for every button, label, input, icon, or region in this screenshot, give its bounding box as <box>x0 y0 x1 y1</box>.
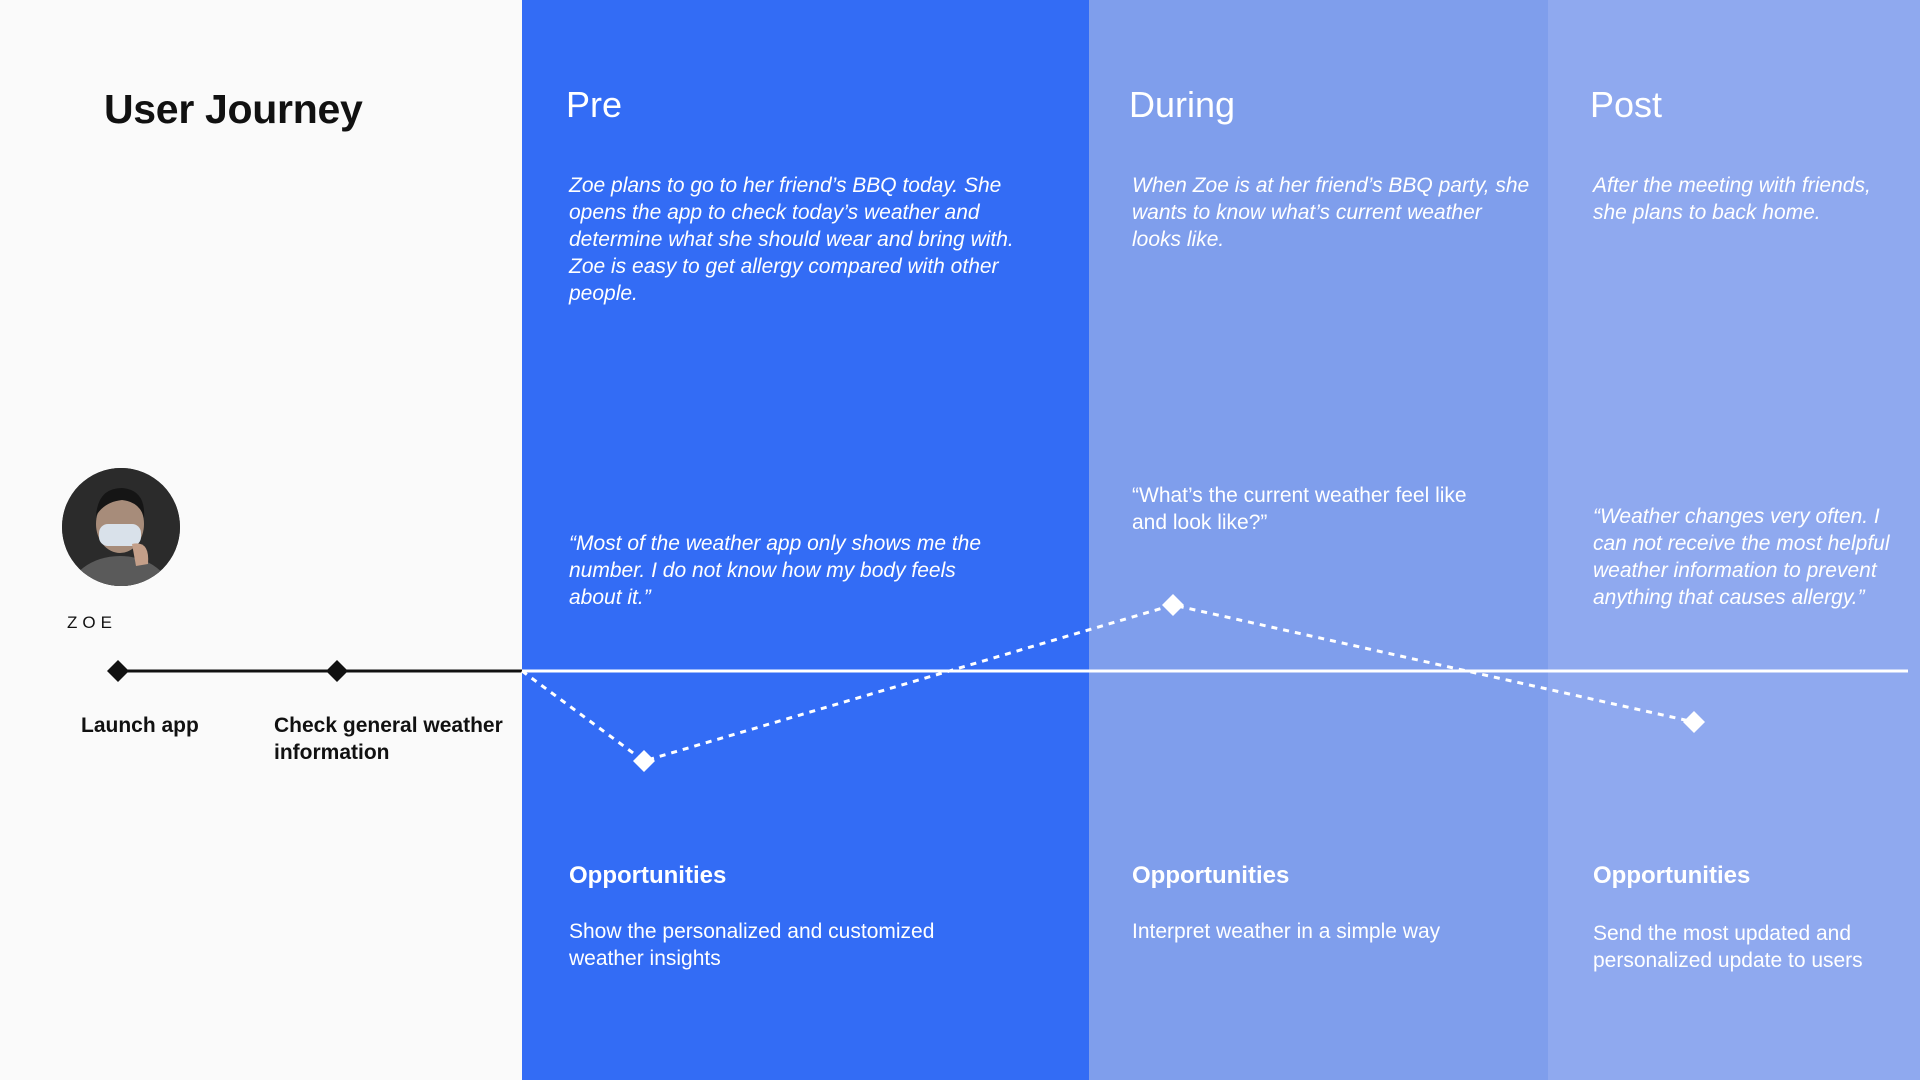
opportunities-text-pre: Show the personalized and customized wea… <box>569 920 935 970</box>
emotion-marker-post <box>1683 711 1705 733</box>
opportunities-title-pre: Opportunities <box>569 862 727 889</box>
phase-quote-post: “Weather changes very often. I can not r… <box>1593 505 1890 609</box>
emotion-marker-during <box>1162 594 1184 616</box>
opportunities-text-post: Send the most updated and personalized u… <box>1593 922 1863 972</box>
opportunities-title-during: Opportunities <box>1132 862 1290 889</box>
pre-phase-panel <box>522 0 1089 1080</box>
phase-quote-during: “What’s the current weather feel like an… <box>1132 484 1467 534</box>
persona-name: ZOE <box>67 613 117 632</box>
page-title: User Journey <box>104 86 363 132</box>
opportunities-title-post: Opportunities <box>1593 862 1751 889</box>
step-marker-check-weather <box>326 660 348 682</box>
phase-title-post: Post <box>1590 84 1663 125</box>
opportunities-text-during: Interpret weather in a simple way <box>1132 920 1441 943</box>
emotion-curve <box>521 603 1695 763</box>
phase-quote-pre: “Most of the weather app only shows me t… <box>569 532 982 609</box>
persona-avatar <box>62 468 180 586</box>
phase-description-pre: Zoe plans to go to her friend’s BBQ toda… <box>569 174 1014 305</box>
step-marker-launch-app <box>107 660 129 682</box>
phase-title-during: During <box>1129 84 1236 125</box>
during-phase-panel <box>1089 0 1548 1080</box>
phase-description-during: When Zoe is at her friend’s BBQ party, s… <box>1132 174 1530 251</box>
post-phase-panel <box>1548 0 1920 1080</box>
phase-description-post: After the meeting with friends, she plan… <box>1593 174 1871 224</box>
step-label-check-weather: Check general weather information <box>274 714 503 764</box>
emotion-marker-pre <box>633 750 655 772</box>
phase-title-pre: Pre <box>566 84 623 125</box>
persona-photo-icon <box>62 468 180 586</box>
step-label-launch-app: Launch app <box>81 714 199 737</box>
